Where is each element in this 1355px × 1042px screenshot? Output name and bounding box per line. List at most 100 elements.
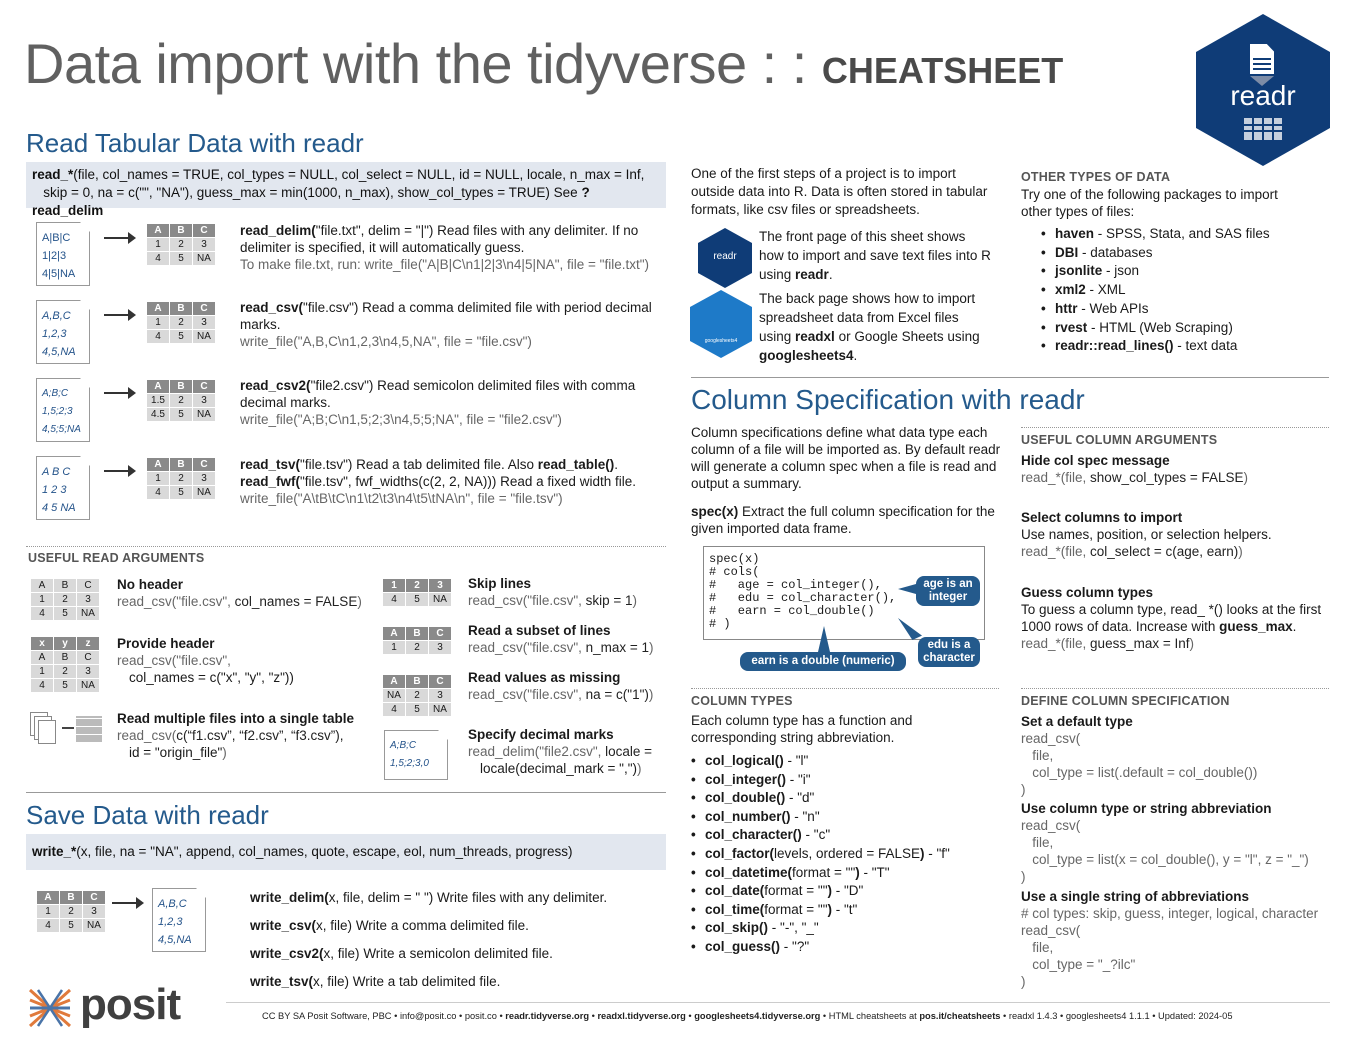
list-item: rvest - HTML (Web Scraping)	[1041, 319, 1321, 338]
divider	[691, 377, 1329, 378]
useful-read-args-heading: USEFUL READ ARGUMENTS	[28, 551, 205, 565]
list-item: col_double() - "d"	[691, 789, 1001, 808]
list-item: haven - SPSS, Stata, and SAS files	[1041, 225, 1321, 244]
footer-credits: CC BY SA Posit Software, PBC • info@posi…	[262, 1011, 1233, 1021]
readr-logo-content: readr	[1196, 14, 1330, 166]
list-item: col_number() - "n"	[691, 808, 1001, 827]
list-item: col_date(format = "") - "D"	[691, 882, 1001, 901]
divider	[1021, 688, 1329, 689]
arrow-icon	[104, 387, 136, 399]
document-lines-icon	[1253, 58, 1271, 60]
title-cheatsheet: CHEATSHEET	[821, 50, 1064, 91]
column-types-list: col_logical() - "l" col_integer() - "i" …	[691, 752, 1001, 957]
list-item: col_integer() - "i"	[691, 771, 1001, 790]
write-tsv-item: write_tsv(x, file) Write a tab delimited…	[250, 974, 501, 989]
divider	[26, 546, 666, 547]
list-item: DBI - databases	[1041, 244, 1321, 263]
list-item: col_guess() - "?"	[691, 938, 1001, 957]
read-delim-desc: read_delim("file.txt", delim = "|") Read…	[240, 223, 649, 272]
title-main: Data import with the tidyverse : :	[24, 32, 807, 95]
list-item: col_datetime(format = "") - "T"	[691, 864, 1001, 883]
column-types-heading: COLUMN TYPES	[691, 694, 793, 708]
edu-callout: edu is a character	[918, 637, 980, 667]
spec-code-block: spec(x)# cols(# age = col_integer(),# ed…	[703, 546, 985, 640]
list-item: col_character() - "c"	[691, 826, 1001, 845]
table-icon	[1244, 118, 1282, 140]
divider	[1021, 427, 1329, 428]
intro-paragraph: One of the first steps of a project is t…	[691, 166, 988, 217]
read-csv-desc: read_csv("file.csv") Read a comma delimi…	[240, 300, 652, 349]
spec-desc: spec(x) Extract the full column specific…	[691, 504, 995, 536]
write-csv-item: write_csv(x, file) Write a comma delimit…	[250, 918, 529, 933]
table-icon-rows	[1244, 124, 1282, 126]
define-spec-heading: DEFINE COLUMN SPECIFICATION	[1021, 694, 1230, 708]
list-item: col_factor(levels, ordered = FALSE) - "f…	[691, 845, 1001, 864]
combined-table-icon	[76, 716, 102, 742]
googlesheets4-hex-icon: googlesheets4	[690, 290, 752, 358]
front-page-desc: The front page of this sheet shows how t…	[759, 229, 991, 282]
useful-column-args-heading: USEFUL COLUMN ARGUMENTS	[1021, 433, 1218, 447]
arrow-icon	[62, 727, 74, 729]
arrow-icon	[104, 465, 136, 477]
write-delim-item: write_delim(x, file, delim = " ") Write …	[250, 890, 608, 905]
posit-wordmark: posit	[80, 980, 181, 1029]
write-csv2-item: write_csv2(x, file) Write a semicolon de…	[250, 946, 553, 961]
write-functions-list: write_delim(x, file, delim = " ") Write …	[250, 884, 666, 996]
callout-pointer	[898, 584, 916, 594]
column-types-intro: Each column type has a function and corr…	[691, 713, 913, 745]
colspec-intro: Column specifications define what data t…	[691, 425, 1001, 491]
posit-logo-icon	[28, 986, 72, 1030]
colspec-heading: Column Specification with readr	[691, 384, 1085, 415]
readr-small-hex-icon: readr	[698, 228, 752, 288]
read-tsv-desc: read_tsv("file.tsv") Read a tab delimite…	[240, 457, 636, 506]
back-page-desc: The back page shows how to import spread…	[759, 291, 980, 363]
divider	[26, 792, 666, 793]
logo-text: readr	[1230, 80, 1296, 111]
stacked-files-icon	[30, 712, 58, 744]
code-text: spec(x)# cols(# age = col_integer(),# ed…	[709, 552, 897, 631]
list-item: httr - Web APIs	[1041, 300, 1321, 319]
other-types-list: haven - SPSS, Stata, and SAS files DBI -…	[1041, 225, 1321, 356]
list-item: col_skip() - "-", "_"	[691, 919, 1001, 938]
page-title: Data import with the tidyverse : : CHEAT…	[24, 36, 1063, 92]
list-item: col_logical() - "l"	[691, 752, 1001, 771]
other-types-heading: OTHER TYPES OF DATA	[1021, 170, 1171, 184]
single-string-desc: Use a single string of abbreviations# co…	[1021, 889, 1319, 989]
divider	[226, 1002, 1330, 1003]
list-item: xml2 - XML	[1041, 281, 1321, 300]
divider	[691, 688, 999, 689]
age-callout: age is an integer	[916, 576, 980, 606]
read-signature: read_*(file, col_names = TRUE, col_types…	[26, 162, 666, 218]
down-arrow-icon	[1250, 76, 1274, 86]
read-csv2-desc: read_csv2("file2.csv") Read semicolon de…	[240, 378, 636, 427]
save-heading: Save Data with readr	[26, 800, 269, 830]
arrow-icon	[112, 897, 144, 909]
other-types-intro: Try one of the following packages to imp…	[1021, 187, 1278, 219]
